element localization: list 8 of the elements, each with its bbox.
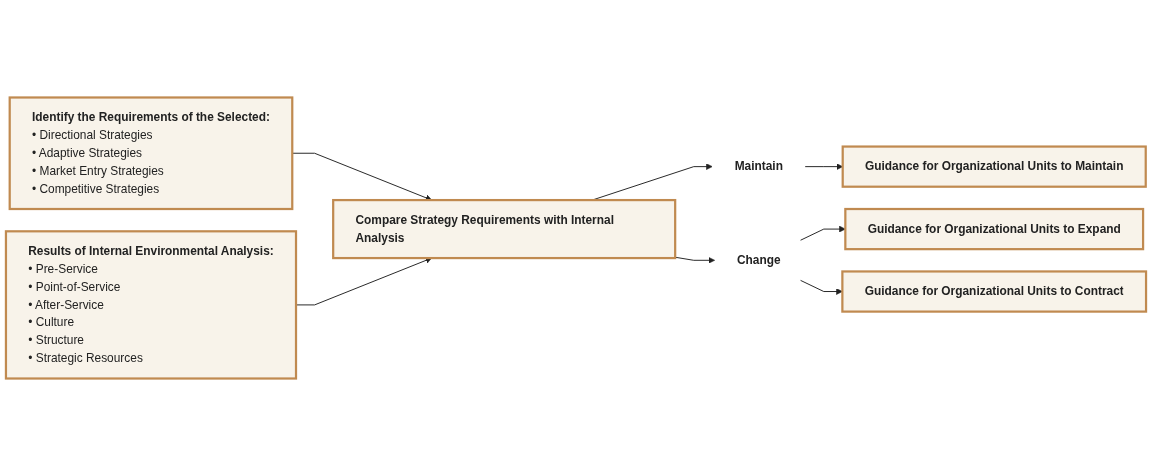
node-box: Guidance for Organizational Units to Contract (841, 270, 1148, 313)
node-box: Identify the Requirements of the Selected: • Directional Strategies • Adaptive Strategies • Market Entry Strategies • Competitive Strategies (8, 96, 294, 211)
node-box: Guidance for Organizational Units to Maintain (841, 145, 1147, 188)
node-box: Compare Strategy Requirements with Internal Analysis (332, 198, 677, 260)
node-box: Results of Internal Environmental Analysis: • Pre-Service • Point-of-Service • After-Service • Culture • Structure • Strategic Resources (4, 230, 298, 380)
node-text: Maintain (734, 159, 783, 173)
node-text: Change (736, 253, 781, 267)
node-box: Guidance for Organizational Units to Expand (844, 207, 1145, 251)
